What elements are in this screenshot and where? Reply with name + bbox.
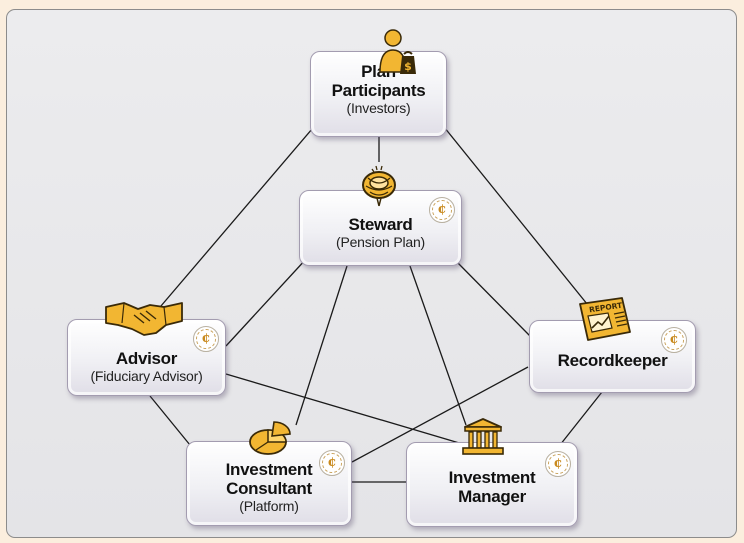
person-with-money-bag-icon: $ — [379, 29, 416, 74]
line-advisor-consultant — [149, 395, 191, 446]
seal-badge: ¢ — [661, 327, 687, 353]
node-title: Recordkeeper — [557, 351, 668, 370]
line-steward-recordkeeper — [454, 259, 531, 337]
seal-badge: ¢ — [429, 197, 455, 223]
bank-building-icon — [462, 418, 504, 455]
node-title-line-2: Participants — [331, 81, 426, 100]
seal-badge: ¢ — [319, 450, 345, 476]
seal-badge: ¢ — [545, 451, 571, 477]
report-icon: REPORT — [579, 297, 631, 341]
line-steward-consultant — [295, 265, 348, 426]
node-subtitle: (Fiduciary Advisor) — [90, 368, 203, 384]
node-investment-manager: Investment Manager ¢ — [406, 442, 578, 527]
line-participants-advisor — [148, 121, 319, 321]
line-steward-advisor — [225, 257, 308, 347]
handshake-icon — [105, 302, 183, 336]
svg-text:$: $ — [404, 60, 412, 73]
pie-chart-icon — [249, 421, 291, 455]
nest-icon — [362, 165, 396, 207]
node-title-line-2: Consultant — [226, 479, 312, 498]
node-title: Steward — [348, 215, 413, 234]
node-title: Advisor — [115, 349, 178, 368]
node-investment-consultant: Investment Consultant (Platform) ¢ — [186, 441, 352, 526]
node-plan-participants: Plan Participants (Investors) — [310, 51, 447, 137]
node-subtitle: (Platform) — [239, 498, 299, 514]
line-participants-recordkeeper — [439, 121, 601, 321]
line-steward-manager — [409, 265, 467, 426]
node-title-line-2: Manager — [458, 487, 526, 506]
node-subtitle: (Pension Plan) — [335, 234, 426, 250]
node-subtitle: (Investors) — [346, 100, 411, 116]
seal-badge: ¢ — [193, 326, 219, 352]
line-advisor-manager — [225, 373, 467, 446]
line-recordkeeper-manager — [559, 391, 603, 446]
line-recordkeeper-consultant — [351, 366, 529, 463]
node-title-line-1: Investment — [225, 460, 313, 479]
node-title-line-1: Investment — [448, 468, 536, 487]
